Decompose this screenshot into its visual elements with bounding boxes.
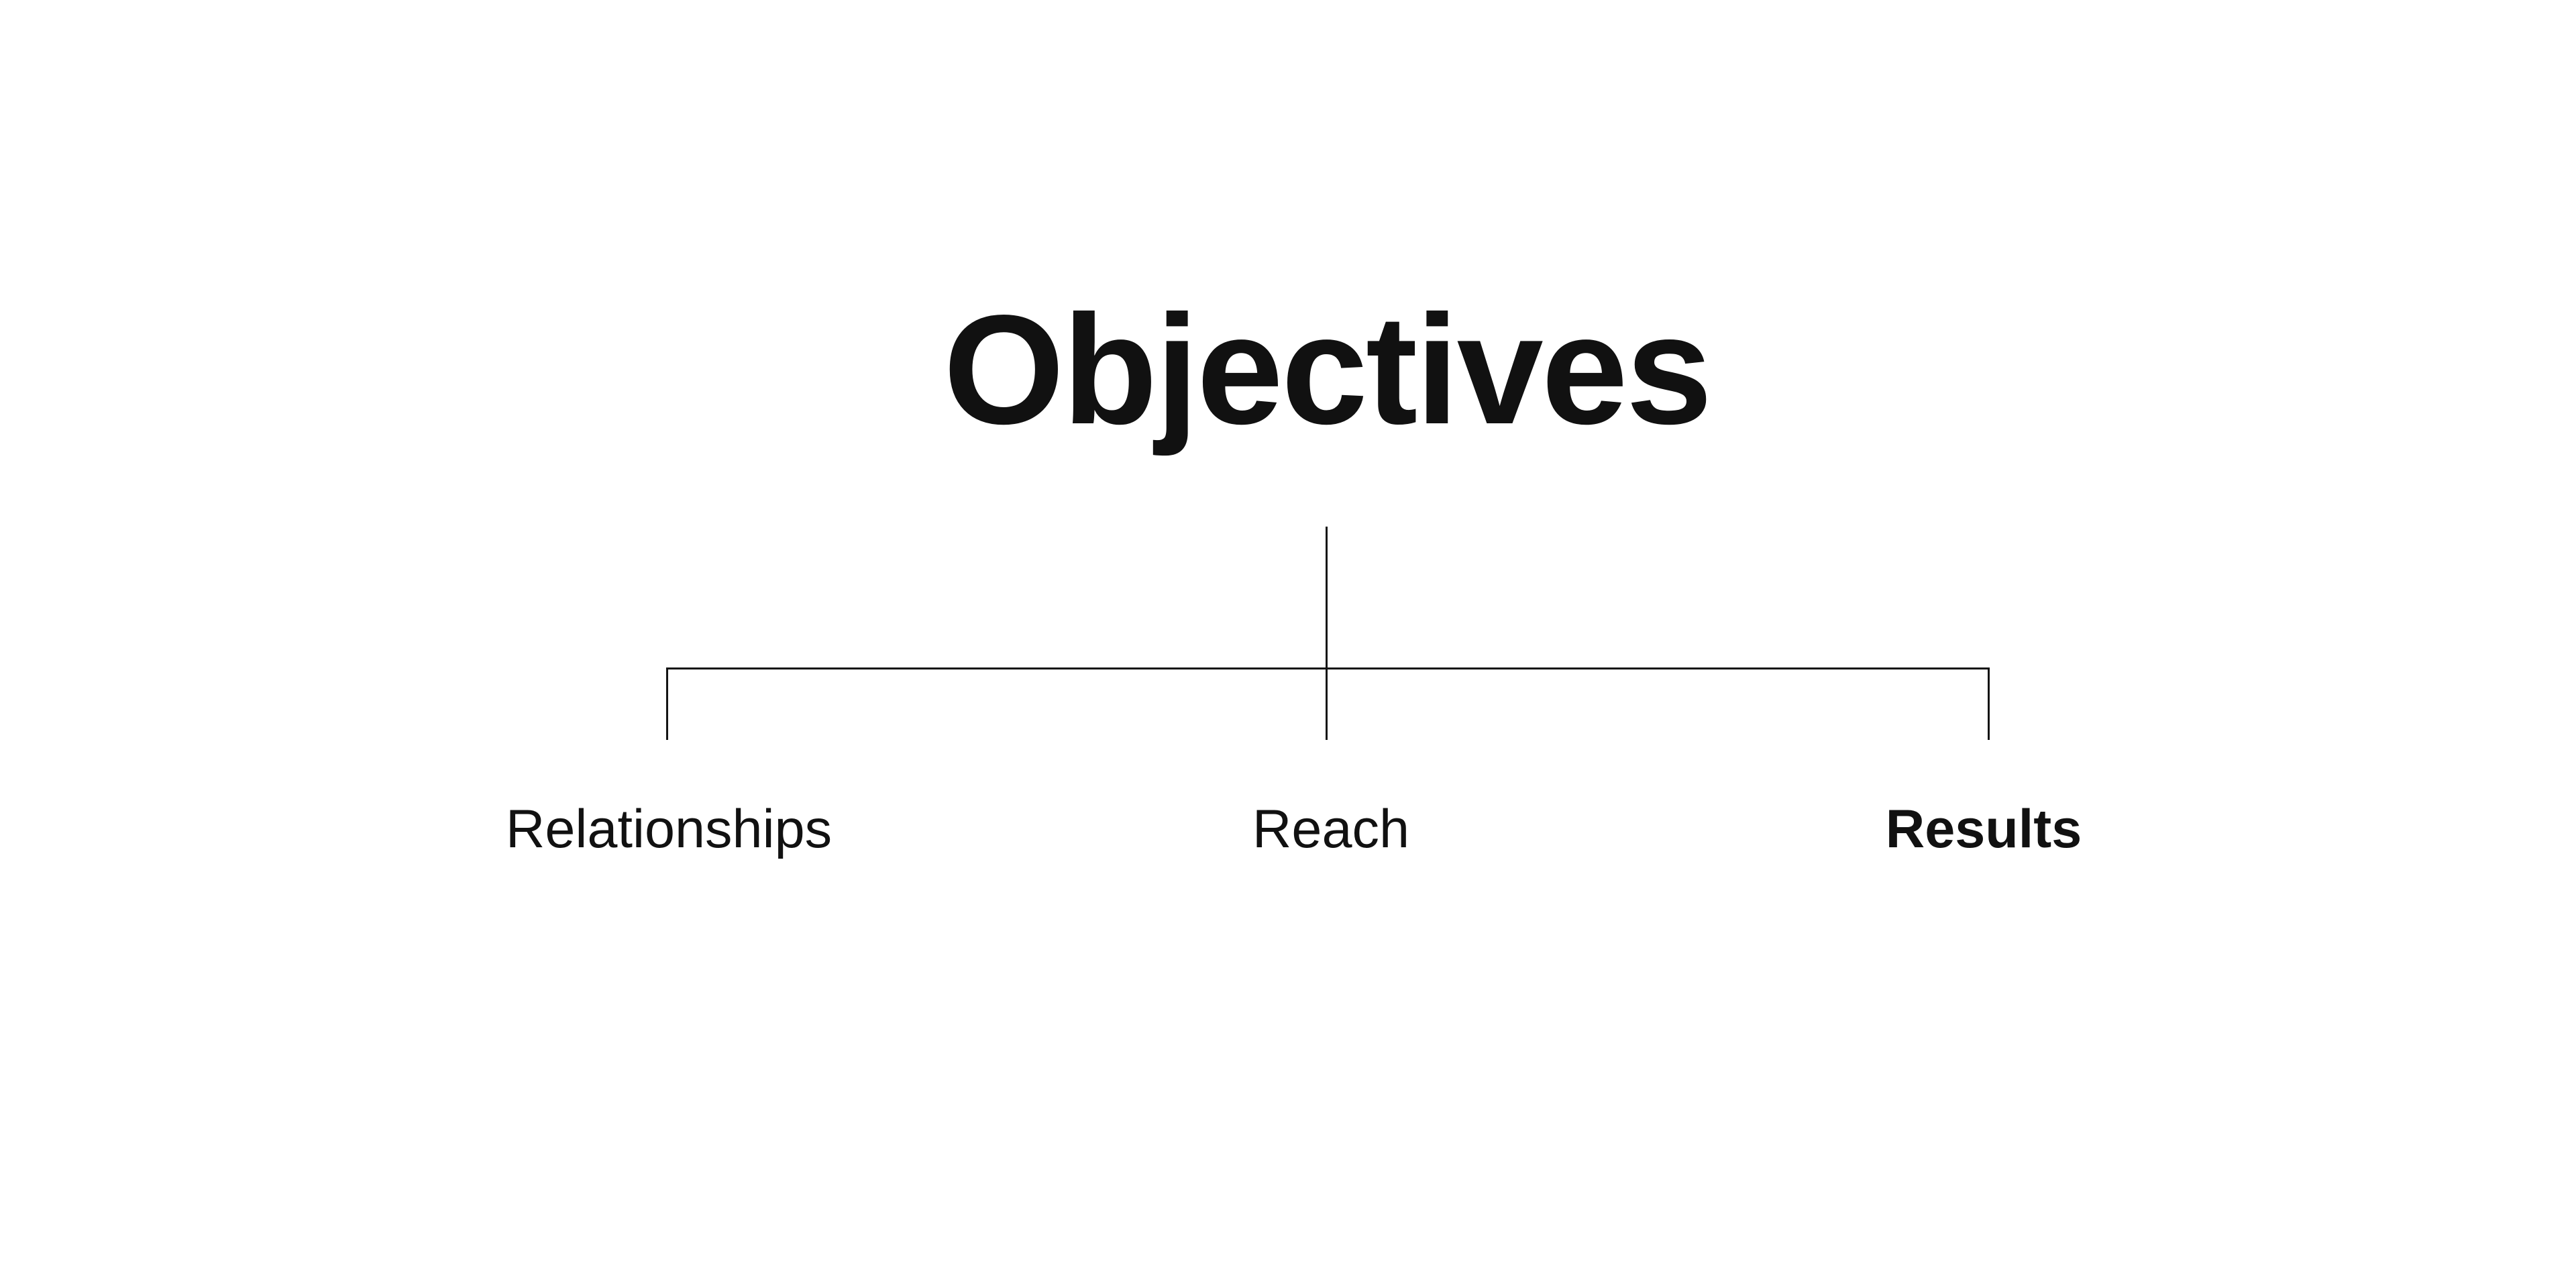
connector-stem-line xyxy=(1326,527,1328,740)
connector-horizontal-line xyxy=(666,667,1990,669)
node-label-reach: Reach xyxy=(1252,799,1410,859)
connector-drop-left-line xyxy=(666,667,668,740)
node-label-relationships: Relationships xyxy=(505,799,833,859)
connector-drop-right-line xyxy=(1988,667,1990,740)
node-label-results: Results xyxy=(1885,799,2082,859)
diagram-title: Objectives xyxy=(943,283,1712,457)
